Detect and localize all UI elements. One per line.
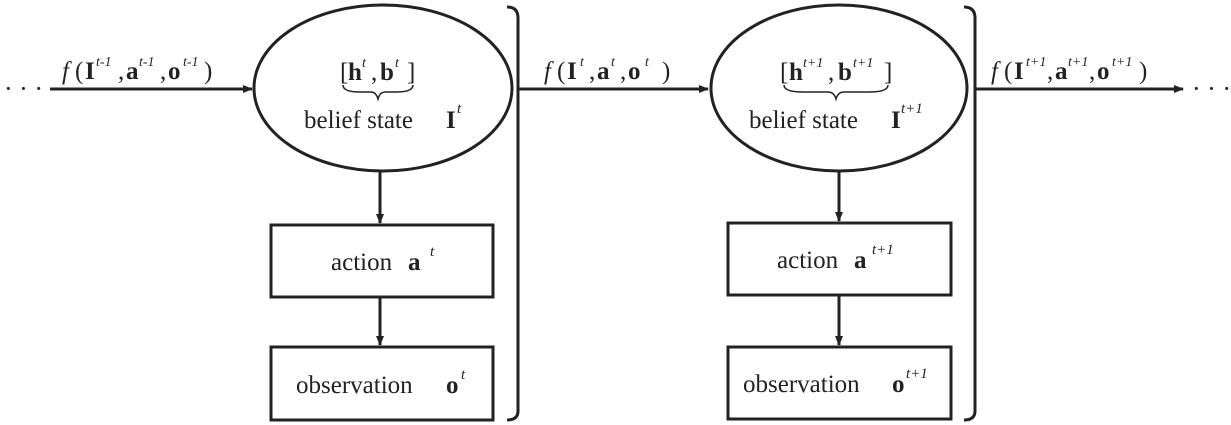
observation-box-t xyxy=(269,345,495,422)
observation-box-t-plus-1 xyxy=(726,345,953,421)
action-box-t xyxy=(269,223,495,299)
belief-vector-t-plus-1: [ h t+1 , b t+1 ] xyxy=(780,46,892,86)
transition-1-f: f xyxy=(62,58,72,85)
belief-vector-t: [ h t , b t ] xyxy=(340,46,415,86)
trailing-ellipsis: · · · xyxy=(1192,74,1231,103)
belief-state-label-t-plus-1: belief state I t+1 xyxy=(749,101,923,134)
belief-state-ellipse-t xyxy=(252,3,514,173)
transition-1-a: a xyxy=(126,58,139,85)
transition-1-comma2: , xyxy=(160,58,166,85)
action-label-t-plus-1: action a t+1 xyxy=(777,242,894,274)
transition-label-1: f ( I t-1 , a t-1 , o t-1 ) xyxy=(62,45,212,85)
step-bracket-t xyxy=(506,5,520,422)
transition-1-I-sup: t-1 xyxy=(96,55,112,70)
transition-1-o: o xyxy=(168,58,181,85)
observation-label-t-plus-1: observation o t+1 xyxy=(743,366,928,398)
transition-label-3: f ( I t+1 , a t+1 , o t+1 ) xyxy=(991,45,1147,85)
transition-1-open: ( xyxy=(75,58,83,85)
transition-1-a-sup: t-1 xyxy=(139,55,155,70)
belief-underbrace-t xyxy=(342,84,414,102)
svg-text:f ( I t-1: f ( I t-1 , a t-1 , o t-1 ) xyxy=(62,45,212,85)
observation-label-t: observation o t xyxy=(296,367,466,399)
transition-1-close: ) xyxy=(204,58,212,85)
step-t-plus-1: [ h t+1 , b t+1 ] belief state I t+1 act… xyxy=(709,3,969,421)
svg-text:f ( I t: f ( I t , a t , o t ) xyxy=(544,45,670,85)
belief-underbrace-t-plus-1 xyxy=(783,84,889,102)
action-label-t: action a t xyxy=(331,244,435,276)
belief-state-ellipse-t-plus-1 xyxy=(709,3,969,173)
transition-1-I: I xyxy=(85,58,95,85)
svg-text:f ( I t+1: f ( I t+1 , a t+1 , o t+1 ) xyxy=(991,45,1147,85)
belief-state-label-t: belief state I t xyxy=(304,101,462,134)
transition-1-comma1: , xyxy=(118,58,124,85)
step-t: [ h t , b t ] belief state I t action a … xyxy=(252,3,514,422)
leading-ellipsis: · · · xyxy=(4,74,43,103)
transition-1-o-sup: t-1 xyxy=(183,55,199,70)
step-bracket-t-plus-1 xyxy=(963,5,977,422)
transition-label-2: f ( I t , a t , o t ) xyxy=(544,45,670,85)
